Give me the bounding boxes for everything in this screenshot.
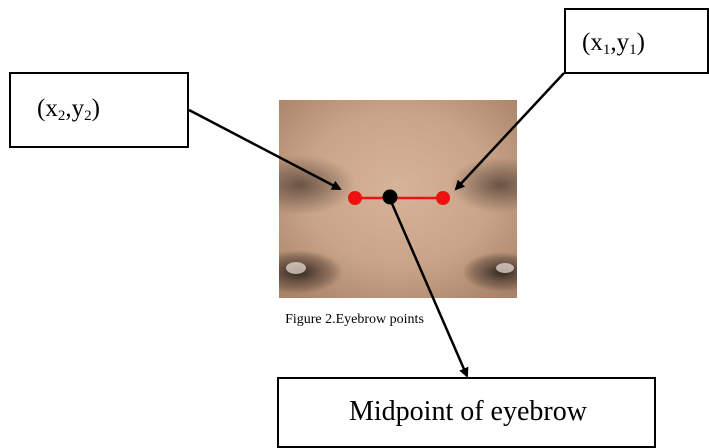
eyebrow-midpoint — [383, 190, 398, 205]
eyebrow-point-left — [348, 191, 362, 205]
label-box-midpoint: Midpoint of eyebrow — [277, 377, 656, 448]
arrow-left-label — [189, 110, 340, 189]
midpoint-label: Midpoint of eyebrow — [349, 398, 587, 426]
label-box-left-point: (x2,y2) — [9, 72, 189, 148]
right-point-coordinate: (x1,y1) — [582, 30, 645, 58]
arrow-right-label — [456, 73, 564, 189]
figure-caption: Figure 2.Eyebrow points — [0, 313, 709, 327]
eyebrow-point-right — [436, 191, 450, 205]
label-box-right-point: (x1,y1) — [564, 8, 709, 74]
left-point-coordinate: (x2,y2) — [37, 96, 100, 124]
arrow-midpoint-label — [390, 199, 467, 376]
